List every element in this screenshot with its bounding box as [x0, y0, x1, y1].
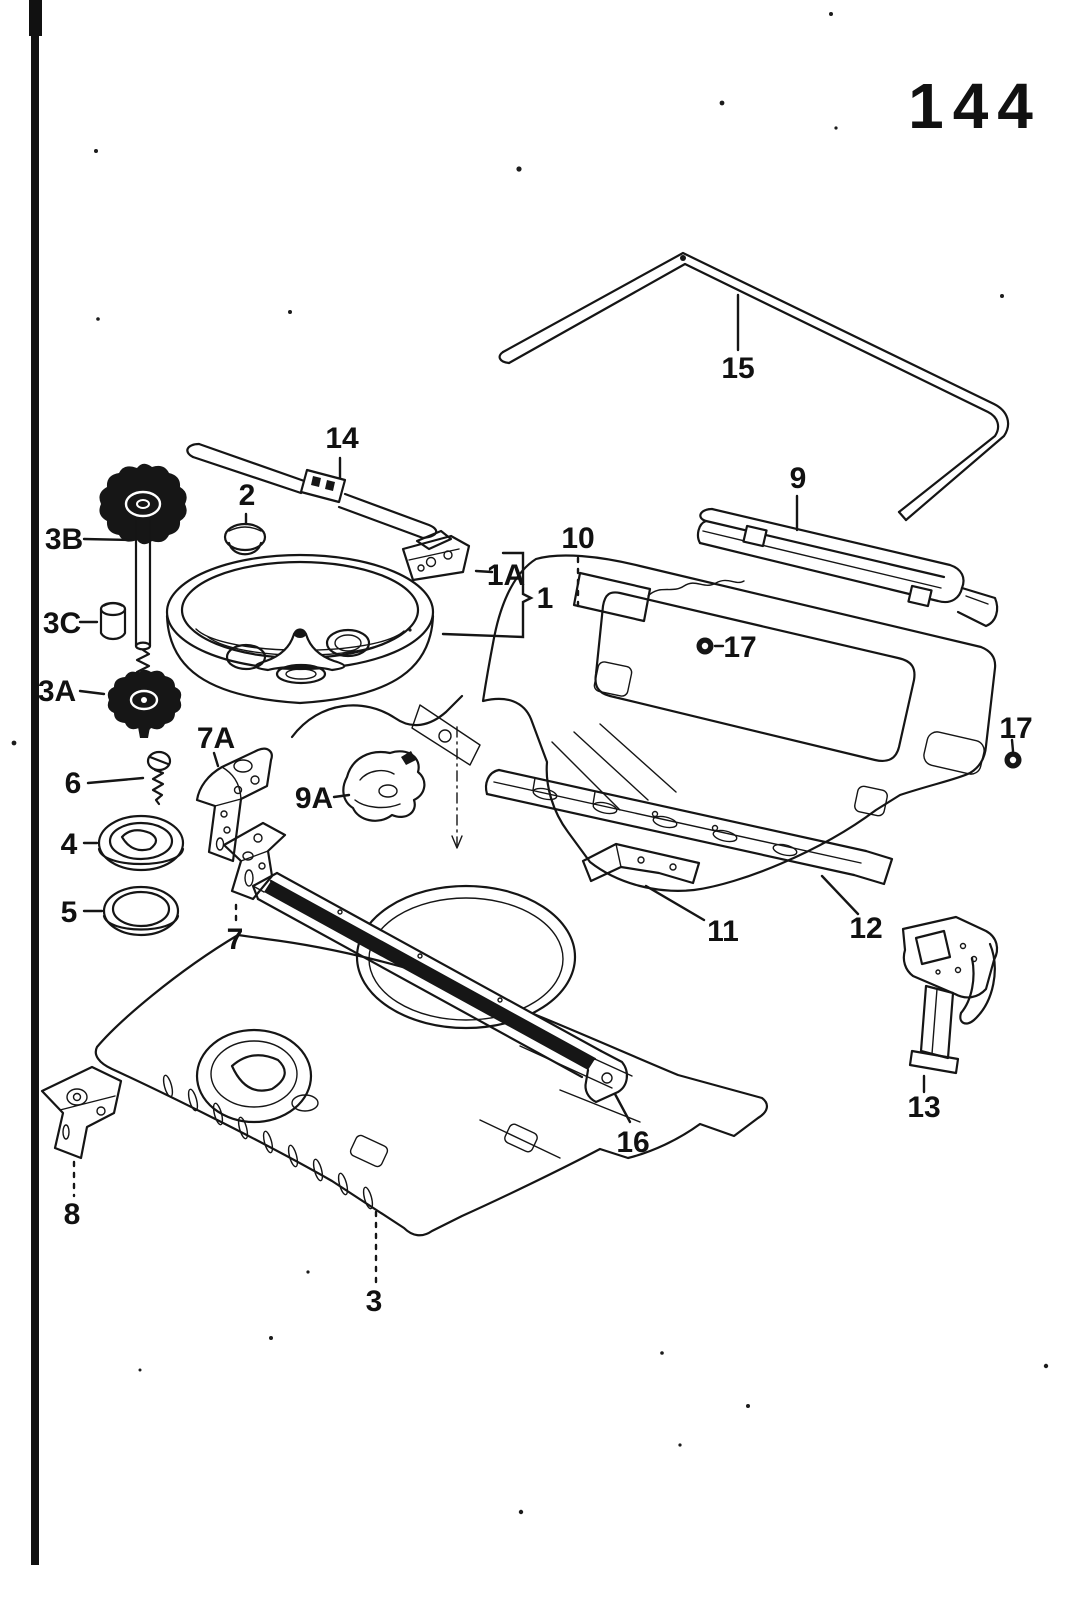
callout-label: 1A — [487, 559, 525, 592]
leader-line — [332, 793, 351, 799]
part-cap — [223, 522, 267, 556]
callout-label: 8 — [64, 1198, 81, 1231]
leader-line — [86, 776, 145, 785]
callout-1: 1 — [441, 551, 554, 639]
part-screw — [146, 750, 172, 806]
part-mounting-bracket-1a — [401, 529, 471, 582]
leader-line — [82, 537, 133, 542]
callout-7a: 7A — [197, 722, 235, 768]
callout-4: 4 — [61, 828, 99, 861]
leader-line — [1010, 738, 1015, 753]
part-support-bracket-7a — [195, 747, 273, 863]
callout-label: 16 — [616, 1126, 649, 1159]
part-upper-rail-9 — [696, 507, 999, 628]
callout-label: 3 — [366, 1285, 383, 1318]
page-number: 144 — [908, 70, 1042, 142]
callout-label: 7 — [227, 923, 244, 956]
callout-16: 16 — [613, 1092, 650, 1159]
callout-15: 15 — [721, 293, 755, 385]
callout-10: 10 — [561, 522, 595, 612]
callout-3b: 3B — [45, 523, 133, 556]
part-rear-panel-10 — [481, 554, 997, 892]
part-rubber-buffer-4 — [97, 814, 185, 872]
callout-8: 8 — [64, 1160, 81, 1231]
part-rear-window-molding — [498, 251, 1010, 522]
callout-label: 2 — [239, 479, 256, 512]
part-rear-floor-pan-3 — [94, 884, 768, 1237]
callout-5: 5 — [61, 896, 104, 929]
binding-edge-bar — [29, 0, 42, 1565]
leader-line — [820, 874, 860, 916]
callout-label: 14 — [325, 422, 359, 455]
callout-17-left: 17 — [713, 631, 757, 664]
part-wing-screw — [107, 648, 182, 738]
scan-specks — [11, 12, 1049, 1515]
callout-label: 9A — [295, 782, 333, 815]
callout-11: 11 — [644, 884, 739, 948]
callout-label: 3A — [38, 675, 76, 708]
callout-label: 10 — [561, 522, 594, 555]
callout-7: 7 — [227, 903, 244, 956]
callout-3c: 3C — [43, 607, 99, 640]
part-cross-member-16 — [251, 871, 628, 1104]
callout-label: 11 — [707, 915, 739, 948]
leader-line — [613, 1092, 632, 1124]
callout-label: 15 — [721, 352, 754, 385]
part-grommet-17-left — [696, 637, 714, 655]
part-corner-bracket-8 — [40, 1065, 123, 1160]
leader-line — [474, 569, 494, 574]
callout-2: 2 — [239, 479, 256, 526]
part-wing-bolt — [99, 463, 187, 651]
leader-line — [644, 884, 706, 922]
callout-3a: 3A — [38, 675, 106, 708]
part-grommet-17-right — [1004, 751, 1022, 769]
part-rear-cross-panel-12 — [484, 768, 894, 886]
callout-label: 4 — [61, 828, 78, 861]
callout-label: 1 — [537, 582, 554, 615]
callout-label: 17 — [999, 712, 1032, 745]
leader-line — [441, 551, 534, 639]
part-retaining-strap — [186, 442, 438, 540]
callout-17-right: 17 — [999, 712, 1033, 753]
callout-9: 9 — [790, 462, 807, 532]
callout-label: 3B — [45, 523, 83, 556]
leader-line — [78, 689, 106, 696]
callout-label: 13 — [907, 1091, 940, 1124]
part-support-11 — [581, 842, 701, 885]
callout-label: 17 — [723, 631, 756, 664]
part-spare-wheel-well — [165, 553, 435, 705]
part-pillar-bracket-13 — [901, 915, 999, 1075]
callout-6: 6 — [65, 767, 145, 800]
callout-label: 9 — [790, 462, 807, 495]
leader-line — [212, 751, 220, 768]
part-sealing-ring-5 — [102, 885, 180, 937]
callout-3: 3 — [366, 1210, 383, 1318]
callout-9a: 9A — [295, 782, 351, 815]
callout-label: 5 — [61, 896, 78, 929]
callout-13: 13 — [907, 1074, 941, 1124]
callout-label: 3C — [43, 607, 81, 640]
callout-1a: 1A — [474, 559, 525, 592]
part-spacer-sleeve — [99, 601, 127, 641]
callout-12: 12 — [820, 874, 883, 945]
callout-label: 6 — [65, 767, 82, 800]
callout-14: 14 — [325, 422, 359, 480]
part-retaining-bracket-9a — [290, 694, 481, 849]
callout-label: 7A — [197, 722, 235, 755]
callout-label: 12 — [849, 912, 882, 945]
